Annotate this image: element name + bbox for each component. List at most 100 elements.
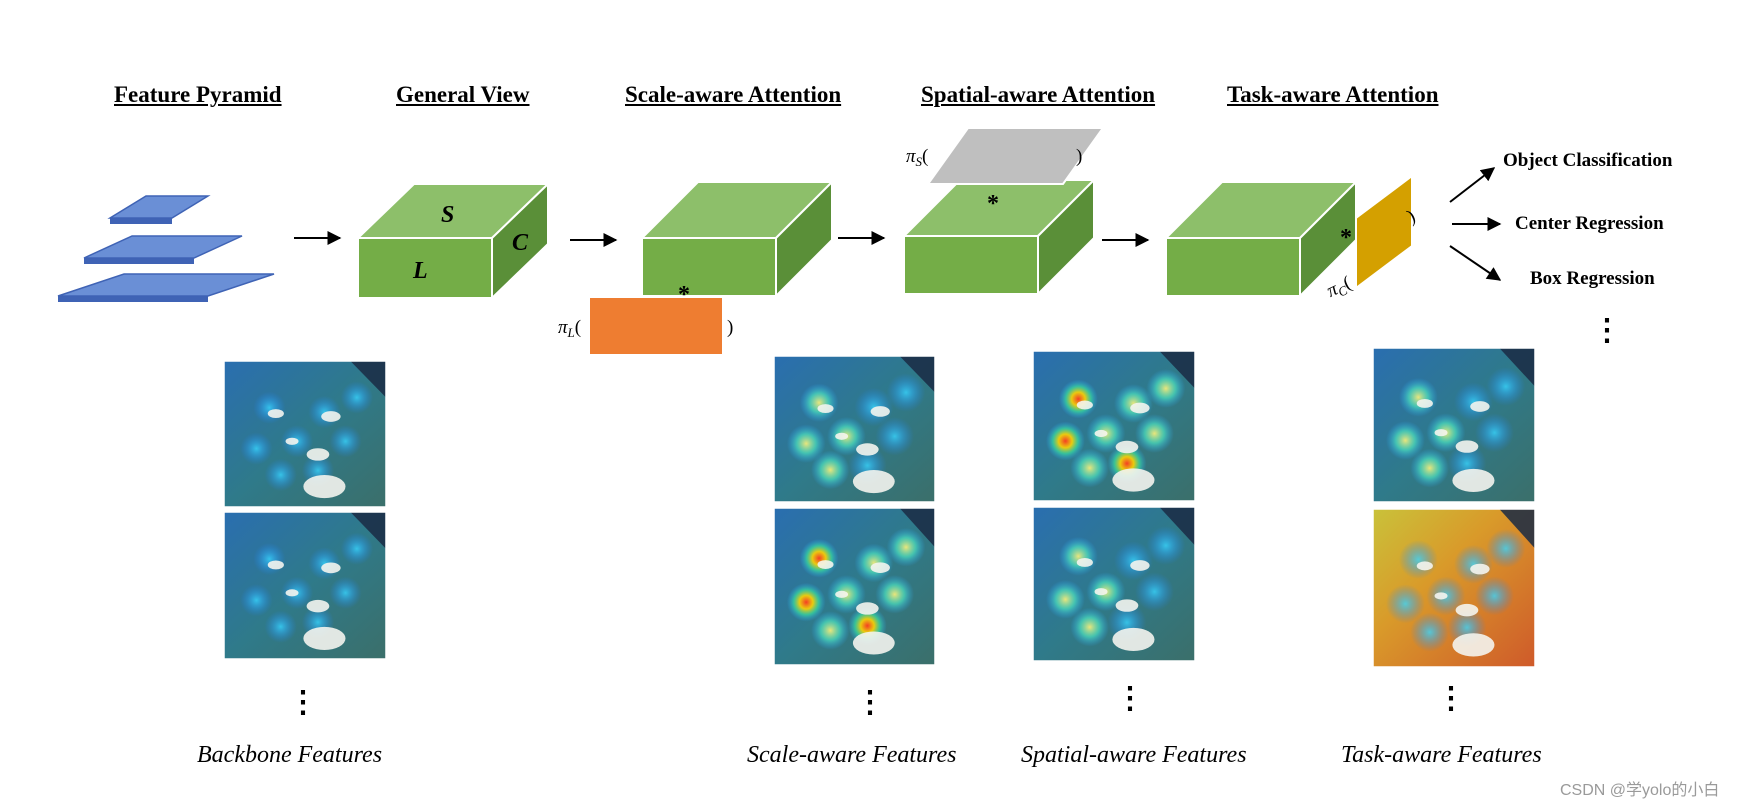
arrow-object-classification [1449, 167, 1496, 203]
heatmap-backbone-bottom-sheep-3 [267, 560, 284, 570]
ellipsis-outputs: ⋮ [1592, 314, 1622, 347]
heatmap-backbone-top [223, 360, 387, 508]
heatmap-task-bottom-sheep-2 [1470, 563, 1490, 575]
heatmap-scale-top [773, 355, 936, 503]
heatmap-backbone-bottom [223, 511, 387, 660]
heatmap-task-top-sheep-3 [1416, 398, 1433, 408]
heatmap-scale-top-sheep-3 [817, 404, 834, 413]
heatmap-scale-top-sheep-2 [870, 406, 890, 417]
heatmap-scale-bottom-sheep-2 [870, 562, 890, 573]
heatmap-task-bottom-sheep-4 [1434, 592, 1448, 600]
heatmap-spatial-top [1032, 350, 1196, 502]
heatmap-spatial-top-sheep-1 [1115, 440, 1139, 454]
heatmap-spatial-top-sheep-2 [1130, 402, 1150, 414]
heatmap-task-top-sheep-4 [1434, 429, 1448, 437]
heatmap-backbone-top-sheep-2 [321, 411, 341, 422]
ellipsis-spatial: ⋮ [1115, 682, 1145, 715]
heatmap-backbone-top-sheep-4 [285, 437, 299, 445]
heatmap-spatial-bottom-frame [1032, 506, 1196, 662]
spatial-close-paren: ) [1076, 146, 1082, 167]
heatmap-scale-bottom-glow-5 [875, 575, 915, 614]
heatmap-spatial-top-sheep-0 [1112, 468, 1155, 492]
spatial-star: * [987, 191, 999, 217]
heatmap-scale-bottom-frame [773, 507, 936, 666]
heatmap-task-top [1372, 347, 1536, 503]
heatmap-task-bottom-sheep-1 [1455, 603, 1479, 617]
cube-general-front [357, 237, 493, 299]
output-center-regression: Center Regression [1515, 213, 1664, 234]
heatmap-spatial-bottom-sheep-3 [1076, 557, 1093, 567]
heatmap-backbone-bottom-glow-0 [253, 542, 286, 576]
heatmap-task-top-glow-6 [1385, 420, 1425, 460]
heatmap-spatial-bottom-glow-1 [1114, 541, 1153, 581]
heatmap-scale-top-glow-6 [786, 424, 826, 463]
heatmap-backbone-bottom-glow-4 [264, 610, 297, 643]
spatial-pi-symbol: πS( [906, 146, 928, 169]
heatmap-backbone-bottom-sheep-4 [285, 589, 299, 597]
heatmap-scale-bottom-sheep-0 [852, 631, 895, 655]
task-pi-symbol: πC( [1324, 272, 1356, 303]
heatmap-scale-bottom-sheep-1 [856, 602, 879, 615]
heatmap-task-bottom-sheep-3 [1416, 561, 1433, 571]
heatmap-task-top-sheep-0 [1452, 468, 1495, 493]
heatmap-scale-top-shadow [899, 356, 935, 393]
heatmap-task-bottom-glow-4 [1410, 612, 1450, 652]
output-object-classification: Object Classification [1503, 150, 1673, 171]
heatmap-backbone-top-sheep-1 [306, 448, 330, 461]
heatmap-task-bottom [1372, 508, 1536, 668]
heatmap-spatial-bottom-sheep-1 [1115, 599, 1139, 612]
heading-scale-attention: Scale-aware Attention [625, 82, 842, 107]
heatmap-backbone-bottom-frame [223, 511, 387, 660]
heatmap-task-top-frame [1372, 347, 1536, 503]
heatmap-scale-top-glow-1 [854, 387, 894, 427]
heatmap-backbone-bottom-glow-7 [340, 532, 374, 565]
heading-task-attention: Task-aware Attention [1227, 82, 1439, 107]
cube-scale-front [641, 237, 777, 297]
heatmap-backbone-top-shadow [350, 361, 386, 398]
heading-feature-pyramid: Feature Pyramid [114, 82, 282, 107]
heatmap-spatial-top-shadow [1159, 351, 1195, 389]
heatmap-task-top-glow-4 [1410, 448, 1450, 488]
cube-label-c: C [512, 230, 529, 256]
task-star: * [1340, 225, 1352, 251]
heatmap-spatial-bottom [1032, 506, 1196, 662]
scale-pi-symbol: πL( [558, 317, 581, 340]
heatmap-scale-bottom-shadow [899, 508, 935, 548]
heatmap-task-top-glow-7 [1486, 367, 1526, 406]
heatmap-spatial-bottom-glow-0 [1058, 536, 1098, 576]
heatmap-scale-bottom-glow-0 [799, 538, 839, 578]
feature-pyramid [57, 195, 275, 302]
heatmap-task-bottom-glow-0 [1398, 540, 1438, 579]
heatmap-scale-top-sheep-1 [856, 443, 879, 456]
heatmap-task-bottom-shadow [1499, 509, 1535, 549]
heatmap-panels [223, 347, 1536, 668]
heatmap-backbone-top-glow-0 [253, 391, 286, 424]
heatmap-scale-top-glow-0 [799, 383, 839, 423]
heatmap-backbone-top-glow-4 [264, 458, 297, 492]
heatmap-task-bottom-frame [1372, 508, 1536, 668]
heatmap-spatial-top-sheep-4 [1094, 429, 1108, 438]
heatmap-spatial-bottom-glow-5 [1135, 572, 1174, 612]
heatmap-backbone-bottom-glow-5 [329, 576, 362, 610]
heatmap-backbone-top-sheep-0 [303, 474, 346, 499]
heatmap-spatial-bottom-sheep-4 [1094, 588, 1108, 596]
heatmap-scale-bottom-sheep-4 [835, 590, 849, 598]
heading-spatial-attention: Spatial-aware Attention [921, 82, 1156, 107]
pyramid-layer-middle [83, 235, 243, 259]
pyramid-layer-top [107, 195, 211, 219]
output-box-regression: Box Regression [1530, 268, 1655, 289]
heatmap-backbone-top-glow-7 [340, 381, 374, 414]
heatmap-spatial-bottom-glow-4 [1070, 607, 1110, 647]
heatmap-backbone-bottom-sheep-1 [306, 599, 330, 613]
ellipsis-scale: ⋮ [855, 686, 885, 719]
label-backbone-features: Backbone Features [197, 742, 383, 768]
heatmap-scale-top-glow-4 [811, 450, 850, 490]
heatmap-backbone-top-sheep-3 [267, 409, 284, 419]
heatmap-spatial-top-frame [1032, 350, 1196, 502]
heatmap-scale-top-glow-7 [886, 373, 926, 412]
heatmap-scale-top-sheep-4 [835, 432, 849, 440]
arrow-box-regression [1449, 245, 1502, 281]
heatmap-spatial-bottom-shadow [1159, 507, 1195, 546]
pyramid-layer-middle-edge [84, 258, 194, 264]
